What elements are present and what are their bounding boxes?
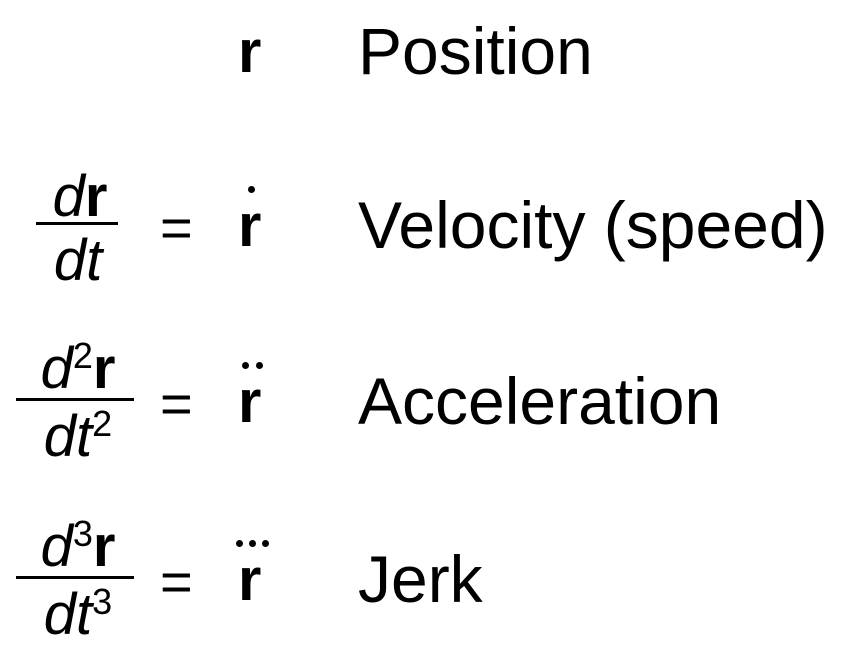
jerk-equals: = (160, 550, 193, 613)
jerk-fraction-bar (16, 576, 134, 579)
velocity-label: Velocity (speed) (358, 188, 828, 262)
jerk-den-order: 3 (92, 581, 113, 623)
velocity-num-d: d (52, 164, 85, 229)
jerk-dot-2 (249, 540, 256, 547)
acceleration-den-order: 2 (92, 403, 113, 445)
acceleration-dot-2 (256, 362, 263, 369)
velocity-num-var: r (84, 164, 108, 229)
jerk-dot-1 (236, 540, 243, 547)
acceleration-symbol: r (238, 368, 262, 435)
acceleration-den-dt: dt (43, 404, 93, 469)
acceleration-label: Acceleration (358, 364, 722, 438)
jerk-num-order: 3 (72, 513, 93, 555)
velocity-symbol: r (238, 192, 262, 259)
jerk-num-d: d (40, 514, 73, 579)
acceleration-num-var: r (92, 336, 116, 401)
velocity-fraction-denominator: dt (38, 232, 118, 290)
jerk-den-dt: dt (43, 582, 93, 647)
acceleration-fraction-numerator: d2r (22, 338, 134, 398)
velocity-fraction-numerator: dr (40, 168, 120, 226)
jerk-num-var: r (92, 514, 116, 579)
jerk-symbol: r (238, 546, 262, 613)
acceleration-equals: = (160, 372, 193, 435)
position-symbol: r (238, 18, 262, 85)
velocity-fraction-bar (36, 222, 118, 225)
velocity-den-dt: dt (53, 228, 103, 293)
acceleration-num-order: 2 (72, 335, 93, 377)
acceleration-num-d: d (40, 336, 73, 401)
jerk-fraction-numerator: d3r (22, 516, 134, 576)
acceleration-dot-1 (242, 362, 249, 369)
velocity-equals: = (160, 196, 193, 259)
jerk-dot-3 (262, 540, 269, 547)
acceleration-fraction-bar (16, 398, 134, 401)
jerk-label: Jerk (358, 542, 483, 616)
jerk-fraction-denominator: dt3 (22, 584, 134, 644)
position-label: Position (358, 14, 593, 88)
velocity-dot-1 (248, 186, 255, 193)
acceleration-fraction-denominator: dt2 (22, 406, 134, 466)
